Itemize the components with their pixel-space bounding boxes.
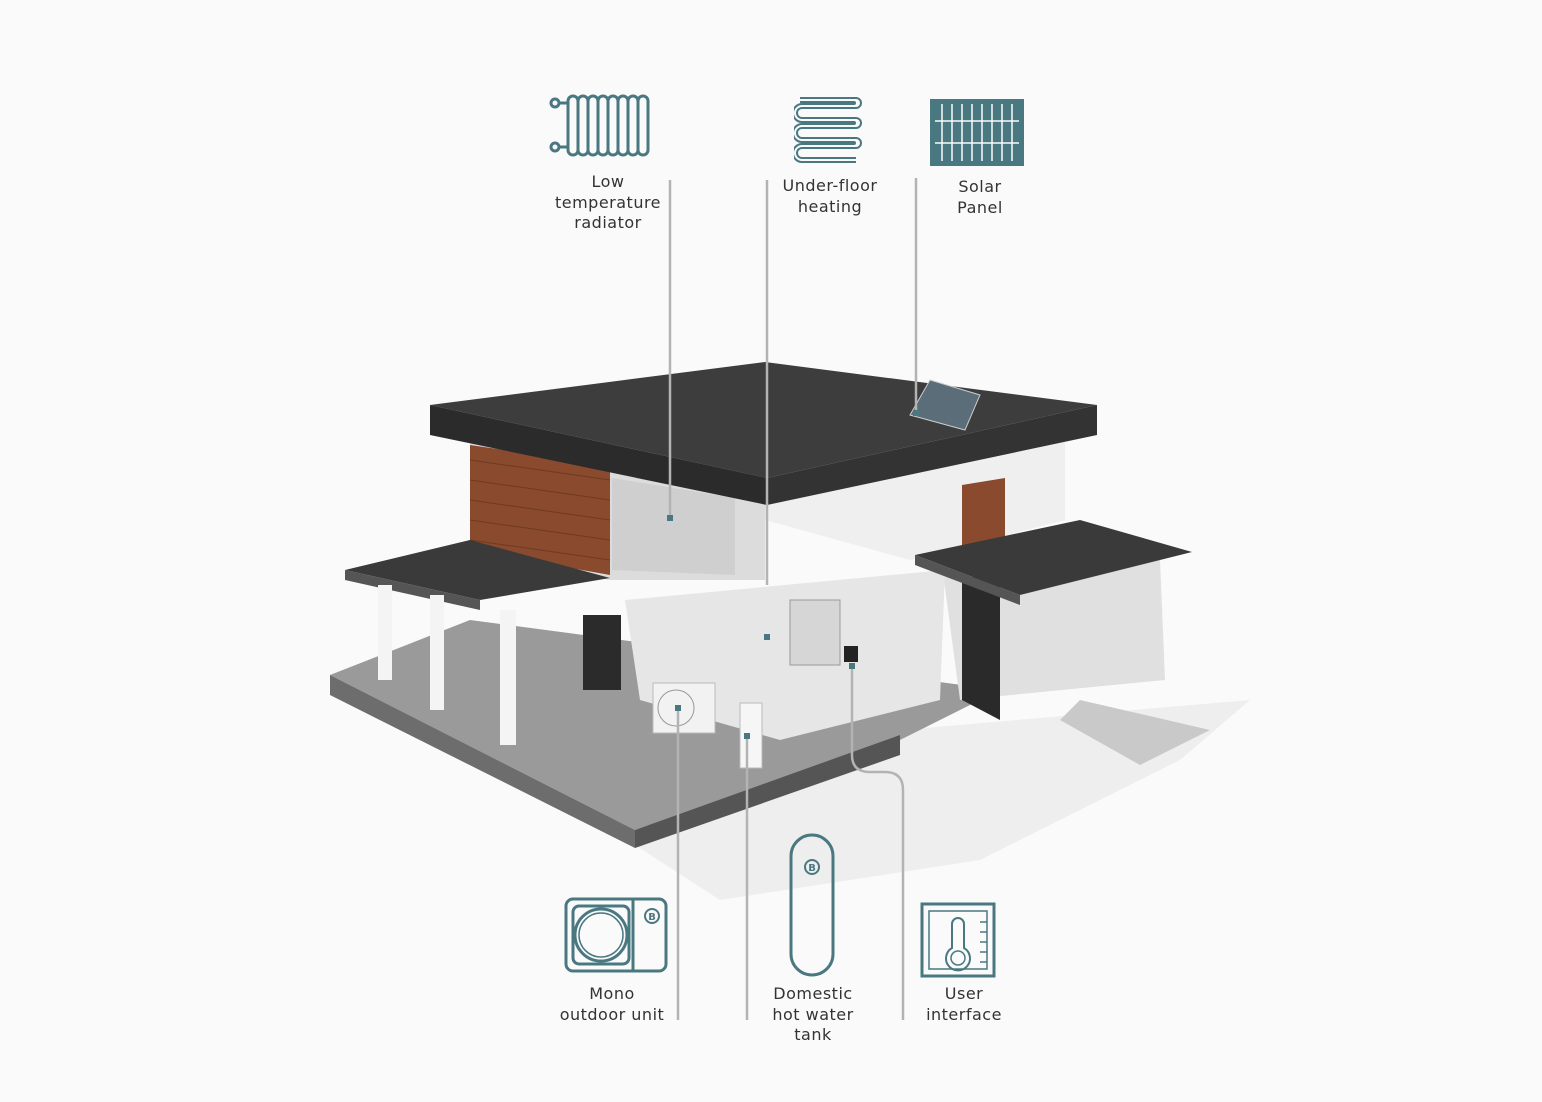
label-underfloor-heating: Under-floor heating bbox=[750, 176, 910, 217]
thermostat-icon bbox=[920, 902, 996, 978]
label-line: heating bbox=[797, 196, 863, 216]
label-outdoor-unit: Mono outdoor unit bbox=[532, 984, 692, 1025]
label-radiator: Low temperature radiator bbox=[528, 172, 688, 234]
svg-text:B: B bbox=[808, 863, 816, 874]
label-line: User bbox=[944, 984, 984, 1003]
label-line: temperature bbox=[554, 192, 662, 212]
label-line: radiator bbox=[574, 213, 642, 232]
solar-panel-icon bbox=[930, 99, 1024, 166]
label-line: outdoor unit bbox=[559, 1004, 665, 1024]
label-line: interface bbox=[926, 1004, 1002, 1024]
label-line: Domestic bbox=[773, 984, 853, 1003]
radiator-icon bbox=[549, 94, 650, 157]
label-line: Solar bbox=[958, 177, 1002, 196]
label-hot-water-tank: Domestic hot water tank bbox=[733, 984, 893, 1046]
label-line: tank bbox=[794, 1025, 832, 1044]
outdoor-unit-icon: B bbox=[564, 897, 668, 973]
label-user-interface: User interface bbox=[884, 984, 1044, 1025]
underfloor-heating-icon bbox=[794, 97, 862, 163]
label-solar-panel: Solar Panel bbox=[900, 177, 1060, 218]
svg-text:B: B bbox=[648, 912, 656, 923]
label-line: Panel bbox=[957, 197, 1003, 217]
roof-solar-panel bbox=[909, 379, 981, 431]
hot-water-tank-icon: B bbox=[789, 833, 835, 977]
label-line: hot water bbox=[772, 1004, 854, 1024]
label-line: Under-floor bbox=[782, 176, 878, 195]
label-line: Low bbox=[591, 172, 625, 191]
label-line: Mono bbox=[589, 984, 635, 1003]
